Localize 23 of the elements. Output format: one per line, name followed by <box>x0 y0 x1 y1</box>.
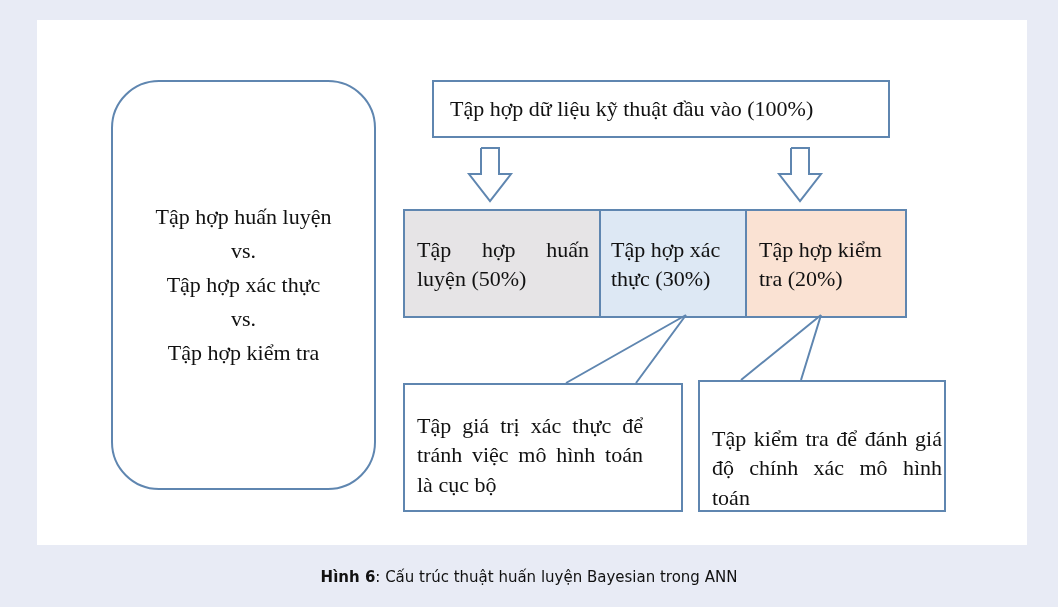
segment-box <box>745 209 907 318</box>
rounded-box <box>111 80 376 490</box>
segment-box <box>403 209 601 318</box>
node-text: Tập kiểm tra để đánh giá độ chính xác mô hình toán <box>712 425 942 512</box>
segment-box <box>599 209 747 318</box>
node-text: Tập hợp huấn luyện <box>154 202 333 231</box>
node-text: Tập hợp kiểm tra (20%) <box>759 236 883 294</box>
figure-caption: Hình 6: Cấu trúc thuật huấn luyện Bayesian trong ANN <box>320 568 738 586</box>
node-text: Tập hợp kiểm tra <box>166 339 321 368</box>
node-text: Tập hợp huấn luyện (50%) <box>417 236 589 294</box>
callout-pointer <box>740 314 822 381</box>
callout-pointer <box>565 314 687 384</box>
process-box <box>432 80 890 138</box>
node-text: vs. <box>229 236 258 265</box>
node-text: Tập hợp dữ liệu kỹ thuật đầu vào (100%) <box>450 95 815 123</box>
callout-box <box>403 383 683 512</box>
node-text: Tập giá trị xác thực để tránh việc mô hình toán là cục bộ <box>417 412 643 499</box>
node-text: Tập hợp xác thực <box>165 270 322 299</box>
callout-box <box>698 380 946 512</box>
node-text: vs. <box>229 305 258 334</box>
block-arrow <box>466 147 514 203</box>
node-text: Tập hợp xác thực (30%) <box>611 236 722 294</box>
block-arrow <box>776 147 824 203</box>
